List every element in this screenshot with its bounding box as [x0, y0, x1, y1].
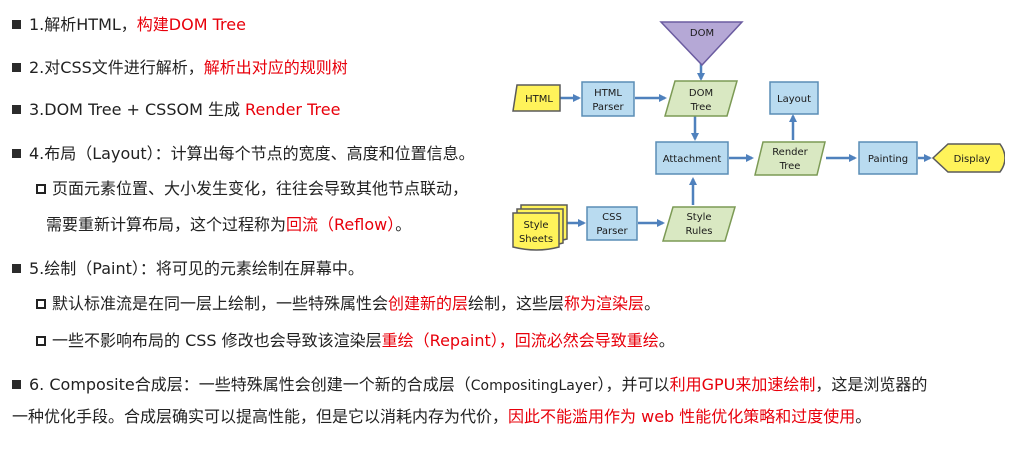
dom-tree-node: DOM Tree [664, 80, 738, 117]
item-highlight: 因此不能滥用作为 web 性能优化策略和过度使用 [508, 407, 856, 426]
display-label: Display [954, 154, 991, 165]
bullet-icon [12, 149, 21, 158]
layout-label: Layout [777, 94, 811, 105]
dom-tree-label-1: DOM [689, 88, 713, 99]
style-rules-node: Style Rules [661, 206, 737, 242]
html-input-node: HTML [512, 84, 561, 112]
item-highlight: 创建新的层 [388, 294, 469, 313]
item-text: 需要重新计算布局，这个过程称为 [46, 215, 287, 234]
attachment-label: Attachment [663, 154, 722, 165]
item-code: CompositingLayer [470, 378, 598, 394]
item-highlight: 重绘（Repaint），回流必然会导致重绘 [381, 331, 659, 350]
list-item-2: 2.对CSS文件进行解析，解析出对应的规则树 [12, 57, 348, 79]
painting-node: Painting [858, 141, 918, 175]
attachment-box [655, 141, 729, 175]
item-text: 。 [855, 407, 872, 426]
list-subitem-5-1: 默认标准流是在同一层上绘制，一些特殊属性会创建新的层绘制，这些层称为渲染层。 [36, 293, 660, 315]
attachment-node: Attachment [655, 141, 729, 175]
item-highlight: Render Tree [245, 100, 341, 119]
item-text: 绘制，这些层 [468, 294, 565, 313]
dom-triangle-shape [659, 21, 744, 67]
html-parser-label-2: Parser [592, 102, 624, 113]
list-item-1: 1.解析HTML，构建DOM Tree [12, 14, 246, 36]
painting-box [858, 141, 918, 175]
item-text: 一种优化手段。合成层确实可以提高性能，但是它以消耗内存为代价， [12, 407, 509, 426]
bullet-icon [12, 380, 21, 389]
list-item-3: 3.DOM Tree + CSSOM 生成 Render Tree [12, 99, 340, 121]
item-text: 。 [395, 215, 412, 234]
dom-tree-label-2: Tree [690, 102, 712, 113]
item-text: 6. Composite合成层：一些特殊属性会创建一个新的合成层（ [29, 375, 471, 394]
bullet-icon [12, 20, 21, 29]
dom-node: DOM [659, 21, 744, 67]
list-item-6-cont: 一种优化手段。合成层确实可以提高性能，但是它以消耗内存为代价，因此不能滥用作为 … [12, 406, 871, 428]
style-rules-label-2: Rules [686, 226, 713, 237]
html-label: HTML [525, 94, 553, 105]
style-sheets-label-2: Sheets [519, 234, 553, 245]
css-parser-node: CSS Parser [586, 206, 638, 241]
list-subitem-4-1-cont: 需要重新计算布局，这个过程称为回流（Reflow）。 [46, 214, 411, 236]
item-text: 。 [658, 331, 675, 350]
dom-label: DOM [690, 28, 714, 39]
css-parser-box [586, 206, 638, 241]
item-text: 一些不影响布局的 CSS 修改也会导致该渲染层 [52, 331, 382, 350]
hollow-bullet-icon [36, 184, 46, 194]
html-parser-node: HTML Parser [581, 81, 635, 117]
rendering-pipeline-diagram: DOM HTML HTML Parser DOM Tree Layout Att… [512, 21, 1005, 251]
render-tree-shape [754, 141, 826, 176]
bullet-icon [12, 264, 21, 273]
render-tree-node: Render Tree [754, 141, 826, 176]
item-text: ），并可以 [597, 375, 670, 394]
style-sheets-node: Style Sheets [512, 204, 568, 251]
item-text: 页面元素位置、大小发生变化，往往会导致其他节点联动， [52, 179, 469, 198]
html-parser-box [581, 81, 635, 117]
item-text: 。 [644, 294, 661, 313]
dom-tree-shape [664, 80, 738, 117]
style-sheet-layer-1 [512, 212, 560, 251]
item-highlight: 解析出对应的规则树 [203, 58, 348, 77]
item-text: 4.布局（Layout）：计算出每个节点的宽度、高度和位置信息。 [29, 144, 475, 163]
html-parser-label-1: HTML [594, 88, 622, 99]
connector-arrows [560, 47, 932, 227]
css-parser-label-1: CSS [602, 212, 622, 223]
list-item-5: 5.绘制（Paint）：将可见的元素绘制在屏幕中。 [12, 258, 364, 280]
list-subitem-4-1: 页面元素位置、大小发生变化，往往会导致其他节点联动， [36, 178, 468, 200]
item-text: 3.DOM Tree + CSSOM 生成 [29, 100, 246, 119]
bullet-icon [12, 63, 21, 72]
item-text: 2.对CSS文件进行解析， [29, 58, 204, 77]
item-highlight: 回流（Reflow） [286, 215, 396, 234]
display-shape [931, 143, 1005, 173]
item-text: 默认标准流是在同一层上绘制，一些特殊属性会 [52, 294, 389, 313]
render-tree-label-2: Tree [779, 161, 801, 172]
item-text: 1.解析HTML， [29, 15, 137, 34]
render-tree-label-1: Render [772, 147, 808, 158]
style-sheets-label-1: Style [523, 220, 548, 231]
hollow-bullet-icon [36, 336, 46, 346]
style-rules-label-1: Style [686, 212, 711, 223]
hollow-bullet-icon [36, 299, 46, 309]
layout-node: Layout [769, 81, 819, 115]
bullet-icon [12, 105, 21, 114]
item-highlight: 利用GPU来加速绘制 [669, 375, 816, 394]
list-subitem-5-2: 一些不影响布局的 CSS 修改也会导致该渲染层重绘（Repaint），回流必然会… [36, 330, 675, 352]
item-highlight: 称为渲染层 [564, 294, 645, 313]
item-text: 5.绘制（Paint）：将可见的元素绘制在屏幕中。 [29, 259, 364, 278]
css-parser-label-2: Parser [596, 226, 628, 237]
display-node: Display [931, 143, 1005, 173]
style-rules-shape [661, 206, 737, 242]
item-highlight: 构建DOM Tree [136, 15, 246, 34]
list-item-6: 6. Composite合成层：一些特殊属性会创建一个新的合成层（Composi… [12, 374, 927, 397]
layout-box [769, 81, 819, 115]
html-shape [512, 84, 561, 112]
list-item-4: 4.布局（Layout）：计算出每个节点的宽度、高度和位置信息。 [12, 143, 475, 165]
item-text: ，这是浏览器的 [815, 375, 928, 394]
painting-label: Painting [868, 154, 908, 165]
